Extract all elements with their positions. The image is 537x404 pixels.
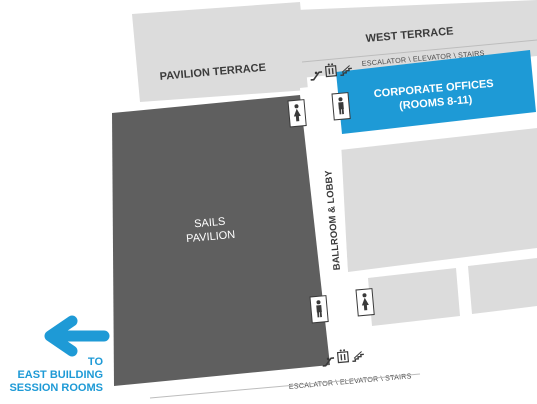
top-edge-line xyxy=(301,39,537,63)
restroom-women-bottom[interactable] xyxy=(355,288,375,317)
direction-label-2: EAST BUILDING xyxy=(17,369,103,381)
transit-label-bottom: ESCALATOR \ ELEVATOR \ STAIRS xyxy=(288,371,412,391)
men-restroom-icon xyxy=(316,300,322,318)
restroom-men-bottom[interactable] xyxy=(309,295,329,324)
restroom-men-top[interactable] xyxy=(331,92,351,121)
room-block-b[interactable] xyxy=(468,258,537,314)
arrow-left-icon[interactable] xyxy=(44,315,110,357)
women-restroom-icon xyxy=(361,293,369,311)
women-restroom-icon xyxy=(293,104,301,122)
elevator-icon xyxy=(324,63,338,78)
east-wing-block[interactable] xyxy=(340,128,537,272)
bottom-edge-line xyxy=(149,373,421,399)
elevator-icon xyxy=(336,349,350,364)
men-restroom-icon xyxy=(338,97,344,115)
corporate-offices-area[interactable] xyxy=(336,50,536,134)
sails-pavilion-area[interactable] xyxy=(112,95,330,386)
room-block-a[interactable] xyxy=(368,268,460,326)
stairs-icon xyxy=(340,65,352,77)
sails-pavilion-label-1: SAILS xyxy=(194,216,226,231)
stairs-icon xyxy=(352,351,364,363)
escalator-icon xyxy=(310,71,323,81)
escalator-icon xyxy=(322,357,335,367)
transit-icons-bottom xyxy=(322,349,364,367)
restroom-women-top[interactable] xyxy=(287,99,307,128)
direction-label-3: SESSION ROOMS xyxy=(9,382,103,394)
transit-icons-top xyxy=(310,63,352,81)
pavilion-terrace-area[interactable] xyxy=(132,2,308,102)
direction-label-1: TO xyxy=(88,356,104,368)
sails-pavilion-label-2: PAVILION xyxy=(186,229,236,245)
